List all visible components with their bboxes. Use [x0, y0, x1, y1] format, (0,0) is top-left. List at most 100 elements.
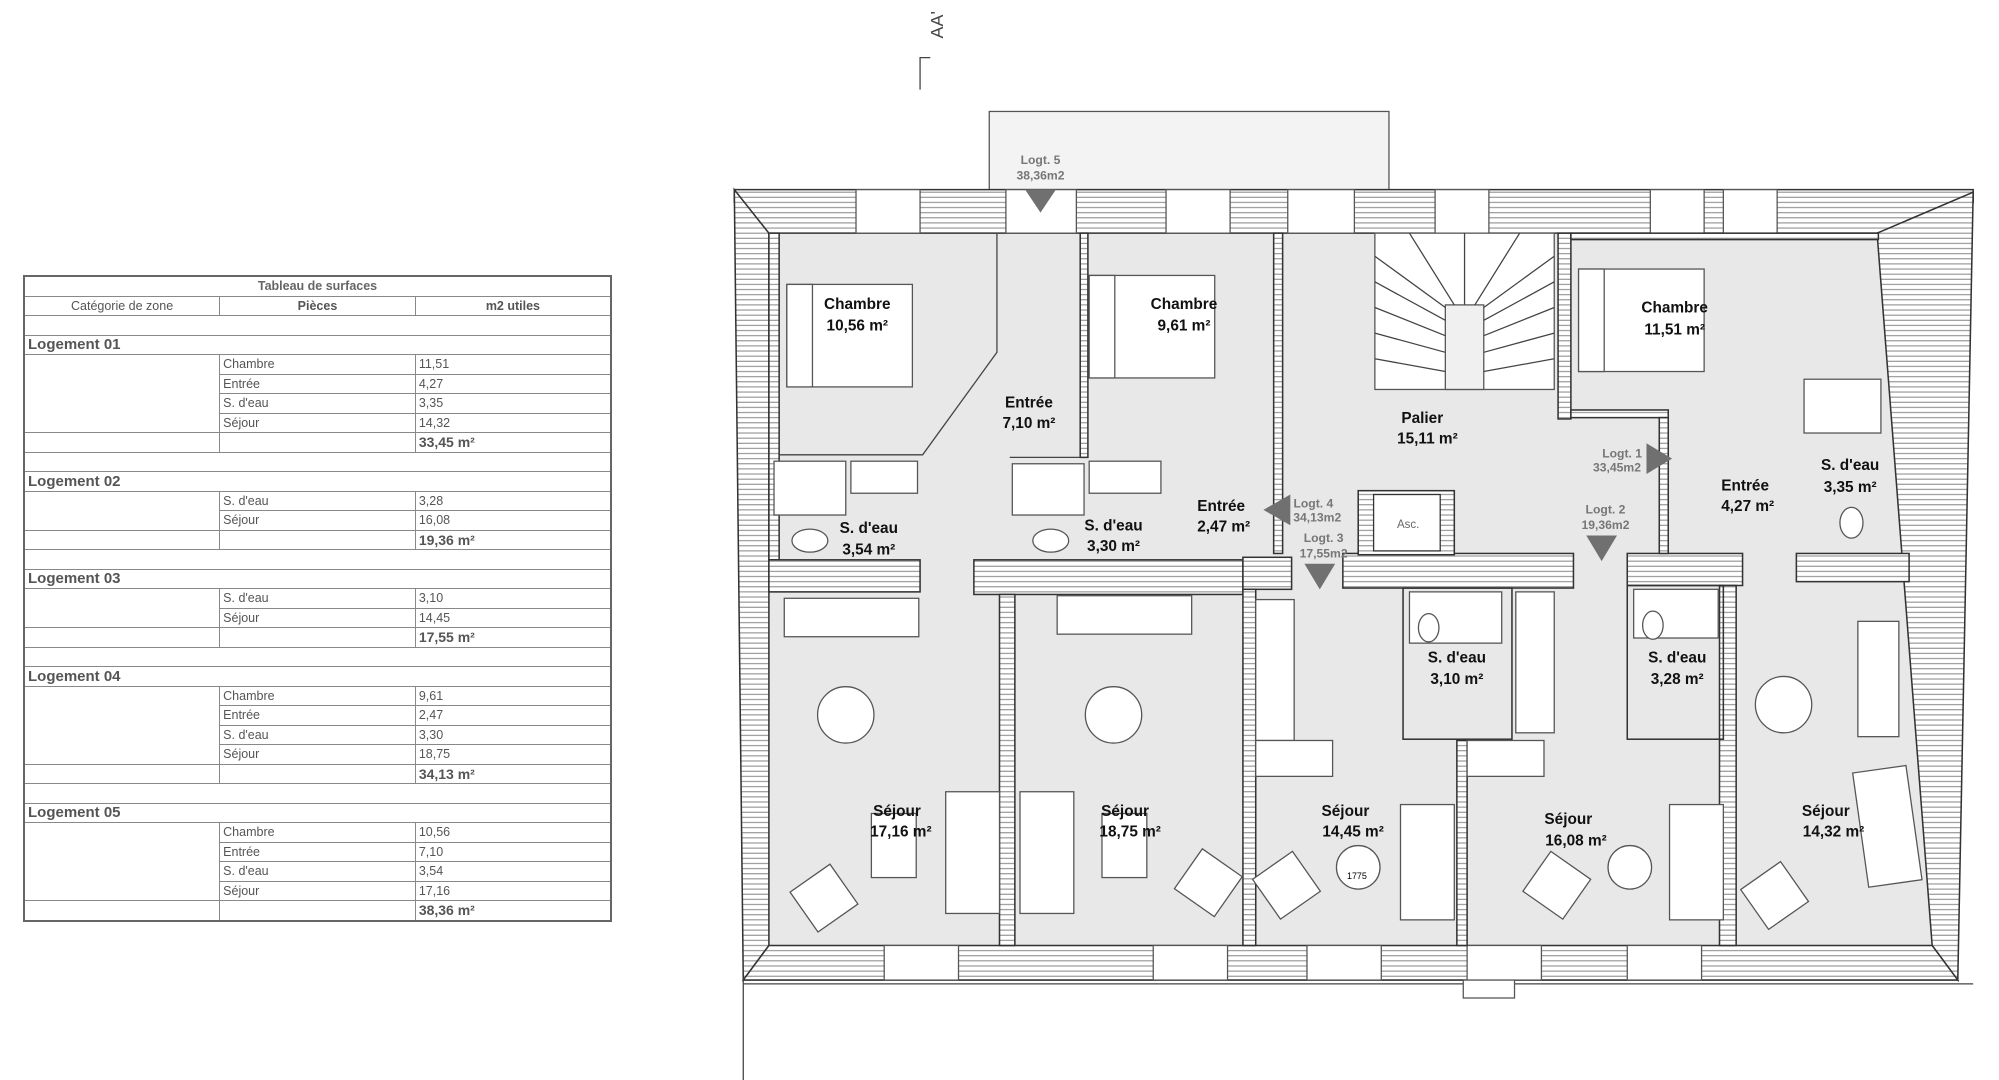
svg-text:14,32 m²: 14,32 m² [1803, 824, 1864, 841]
room-name: S. d'eau [219, 724, 416, 745]
room-label: S. d'eau 3,28 m² [1648, 649, 1706, 688]
total-row: 34,13 m² [23, 763, 612, 784]
svg-text:S. d'eau: S. d'eau [1084, 517, 1142, 534]
room-label: S. d'eau 3,30 m² [1084, 517, 1142, 554]
entry-marker-logt-5: Logt. 538,36m2 [1016, 153, 1065, 213]
elevator-label: Asc. [1397, 519, 1419, 531]
svg-text:Chambre: Chambre [1641, 300, 1708, 317]
elevator: Asc. [1357, 489, 1456, 556]
entry-markers: Logt. 538,36m2 Logt. 434,13m2 Logt. 317,… [1016, 153, 1673, 590]
room-label: S. d'eau 3,10 m² [1428, 649, 1486, 688]
room-label: Séjour 18,75 m² [1099, 803, 1160, 840]
svg-text:S. d'eau: S. d'eau [840, 520, 898, 537]
table-title-row: Tableau de surfaces [23, 275, 612, 297]
svg-text:Séjour: Séjour [1322, 803, 1370, 820]
room-label: Séjour 17,16 m² [870, 803, 931, 840]
svg-text:S. d'eau: S. d'eau [1821, 457, 1879, 474]
total-row: 17,55 m² [23, 627, 612, 648]
svg-text:2,47 m²: 2,47 m² [1197, 519, 1250, 536]
svg-text:3,28 m²: 3,28 m² [1651, 671, 1704, 688]
logement-name: Logement 03 [24, 568, 611, 589]
svg-text:9,61 m²: 9,61 m² [1158, 318, 1211, 335]
room-label: S. d'eau 3,54 m² [840, 520, 898, 559]
balcony [988, 110, 1390, 191]
svg-text:18,75 m²: 18,75 m² [1099, 824, 1160, 841]
svg-text:3,10 m²: 3,10 m² [1430, 671, 1483, 688]
room-name: S. d'eau [219, 588, 416, 609]
svg-text:19,36m2: 19,36m2 [1581, 518, 1629, 532]
room-name: Entrée [219, 841, 416, 862]
interior-walls [768, 232, 1910, 947]
total-row: 19,36 m² [23, 529, 612, 550]
room-label: Séjour 14,32 m² [1802, 803, 1864, 840]
svg-text:3,54 m²: 3,54 m² [842, 542, 895, 559]
entry-marker-logt-2: Logt. 219,36m2 [1581, 503, 1630, 562]
svg-text:S. d'eau: S. d'eau [1648, 649, 1706, 666]
room-name: Entrée [219, 373, 416, 394]
svg-text:16,08 m²: 16,08 m² [1545, 833, 1606, 850]
room-label: S. d'eau 3,35 m² [1821, 457, 1879, 496]
total-row: 38,36 m² [23, 900, 612, 921]
svg-text:Entrée: Entrée [1197, 498, 1245, 515]
table-title: Tableau de surfaces [23, 275, 612, 297]
arrow-down-icon [1304, 563, 1336, 590]
svg-text:Séjour: Séjour [873, 803, 921, 820]
room-label: Entrée 2,47 m² [1197, 498, 1250, 535]
svg-text:17,55m2: 17,55m2 [1300, 546, 1348, 560]
svg-text:17,16 m²: 17,16 m² [870, 824, 931, 841]
room-area: 18,75 [414, 744, 612, 765]
svg-text:Séjour: Séjour [1802, 803, 1850, 820]
svg-text:Logt. 4: Logt. 4 [1293, 496, 1333, 510]
room-label: Séjour 16,08 m² [1544, 811, 1606, 850]
logement-total: 34,13 m² [414, 763, 612, 784]
room-area: 2,47 [414, 705, 612, 726]
svg-text:Logt. 3: Logt. 3 [1304, 531, 1344, 545]
logement-row: Logement 02 [24, 471, 611, 492]
svg-text:Entrée: Entrée [1005, 394, 1053, 411]
room-area: 14,32 [414, 412, 612, 433]
svg-text:10,56 m²: 10,56 m² [827, 318, 888, 335]
svg-text:Logt. 1: Logt. 1 [1602, 446, 1642, 460]
svg-text:4,27 m²: 4,27 m² [1721, 498, 1774, 515]
logement-total: 38,36 m² [414, 900, 612, 921]
arrow-down-icon [1025, 189, 1056, 213]
header-category: Catégorie de zone [23, 295, 221, 316]
logement-total: 33,45 m² [414, 432, 612, 453]
svg-text:Palier: Palier [1401, 410, 1443, 427]
room-label: Entrée 4,27 m² [1721, 478, 1774, 515]
svg-text:Séjour: Séjour [1101, 803, 1149, 820]
svg-text:34,13m2: 34,13m2 [1293, 510, 1341, 524]
svg-text:Logt. 2: Logt. 2 [1586, 503, 1626, 517]
svg-text:3,30 m²: 3,30 m² [1087, 538, 1140, 555]
windows [855, 188, 1778, 999]
dimension-label: 1775 [1347, 871, 1367, 881]
room-name: Entrée [219, 705, 416, 726]
logement-row: Logement 03 [24, 568, 611, 589]
staircase [1374, 232, 1555, 391]
arrow-down-icon [1586, 535, 1618, 562]
svg-text:Chambre: Chambre [1151, 296, 1218, 313]
section-mark: AA' [919, 11, 947, 90]
svg-text:3,35 m²: 3,35 m² [1824, 479, 1877, 496]
svg-text:Entrée: Entrée [1721, 478, 1769, 495]
svg-text:Séjour: Séjour [1544, 811, 1592, 828]
furniture: 1775 [773, 268, 1923, 933]
entry-marker-logt-1: Logt. 133,45m2 [1593, 443, 1673, 474]
room-name: S. d'eau [219, 861, 416, 882]
section-label: AA' [927, 11, 947, 38]
svg-text:S. d'eau: S. d'eau [1428, 649, 1486, 666]
entry-marker-logt-3: Logt. 317,55m2 [1300, 531, 1348, 590]
